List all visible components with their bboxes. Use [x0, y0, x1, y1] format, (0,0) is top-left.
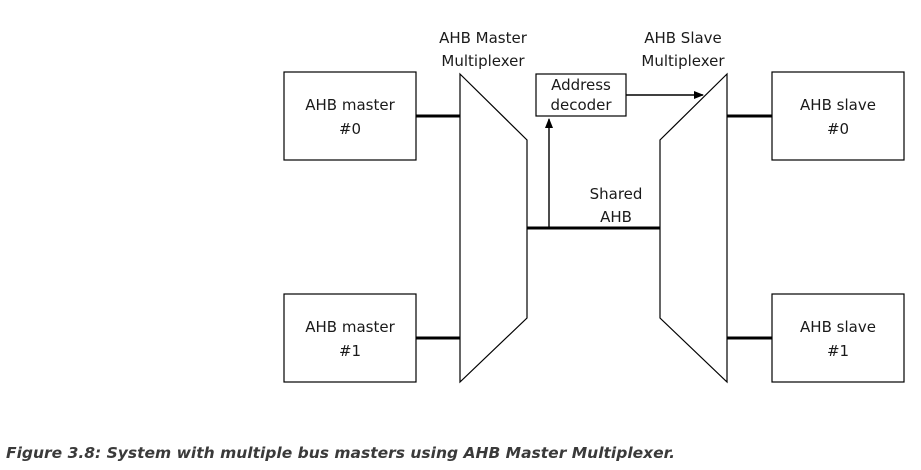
slave-0-label-line2: #0 — [827, 120, 849, 138]
slave-1-box — [771, 293, 905, 383]
slave-0-label-line1: AHB slave — [800, 96, 876, 114]
address-decoder-label-line2: decoder — [550, 96, 612, 114]
master-0-label-line2: #0 — [339, 120, 361, 138]
address-decoder-label-line1: Address — [551, 76, 611, 94]
master-0-box — [283, 71, 417, 161]
shared-ahb-label-line2: AHB — [600, 208, 632, 226]
master-1-label-line2: #1 — [339, 342, 361, 360]
master-mux-label-line2: Multiplexer — [441, 52, 525, 70]
slave-0-box — [771, 71, 905, 161]
master-mux-label-line1: AHB Master — [439, 29, 528, 47]
master-multiplexer — [459, 72, 528, 384]
slave-mux-label-line1: AHB Slave — [644, 29, 722, 47]
shared-ahb-label-line1: Shared — [590, 185, 643, 203]
master-0-label-line1: AHB master — [305, 96, 395, 114]
slave-mux-label-line2: Multiplexer — [641, 52, 725, 70]
address-decoder-box — [535, 73, 627, 117]
master-1-box — [283, 293, 417, 383]
slave-multiplexer — [659, 72, 728, 384]
slave-1-label-line2: #1 — [827, 342, 849, 360]
ahb-system-diagram: AHB master #0 AHB master #1 AHB slave #0… — [283, 29, 905, 384]
slave-1-label-line1: AHB slave — [800, 318, 876, 336]
master-1-label-line1: AHB master — [305, 318, 395, 336]
figure-caption: Figure 3.8: System with multiple bus mas… — [6, 444, 675, 462]
